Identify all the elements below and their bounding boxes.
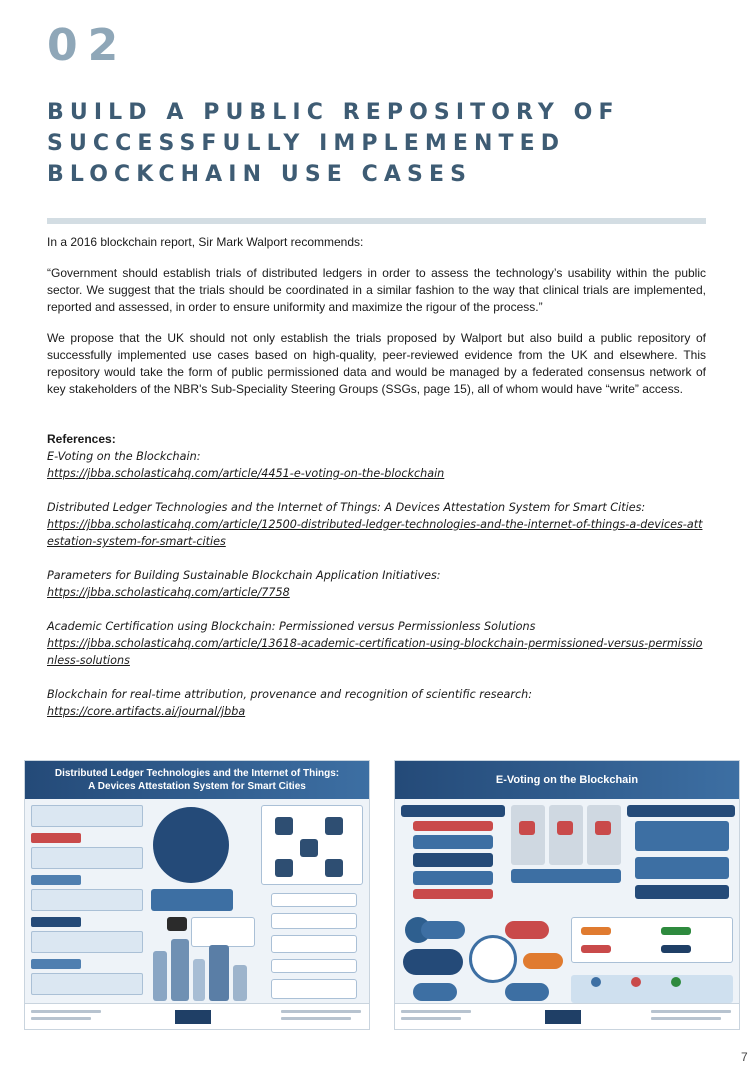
references: References: E-Voting on the Blockchain: … (47, 431, 706, 720)
reference-title: Distributed Ledger Technologies and the … (47, 501, 646, 514)
poster-footer (25, 1003, 369, 1029)
proposal-paragraph: We propose that the UK should not only e… (47, 331, 706, 396)
title-line: BUILD A PUBLIC REPOSITORY OF (47, 100, 620, 125)
poster-header: Distributed Ledger Technologies and the … (25, 761, 369, 799)
reference-title: Academic Certification using Blockchain:… (47, 620, 536, 633)
poster-e-voting: E-Voting on the Blockchain (394, 760, 740, 1030)
reference-link[interactable]: https://core.artifacts.ai/journal/jbba (47, 705, 246, 718)
reference-title: Blockchain for real-time attribution, pr… (47, 688, 532, 701)
poster-graphic (395, 799, 739, 1005)
poster-footer (395, 1003, 739, 1029)
body-text: In a 2016 blockchain report, Sir Mark Wa… (47, 234, 706, 398)
divider (47, 218, 706, 224)
references-heading: References: (47, 432, 116, 446)
reference-link[interactable]: https://jbba.scholasticahq.com/article/1… (47, 637, 703, 667)
section-number: 02 (47, 20, 129, 71)
title-line: BLOCKCHAIN USE CASES (47, 162, 473, 187)
title-line: SUCCESSFULLY IMPLEMENTED (47, 131, 566, 156)
reference-link[interactable]: https://jbba.scholasticahq.com/article/1… (47, 518, 703, 548)
section-title: BUILD A PUBLIC REPOSITORY OF SUCCESSFULL… (47, 97, 727, 190)
quote-paragraph: “Government should establish trials of d… (47, 266, 706, 314)
poster-title-line: Distributed Ledger Technologies and the … (54, 768, 340, 779)
reference-title: Parameters for Building Sustainable Bloc… (47, 569, 441, 582)
reference-link[interactable]: https://jbba.scholasticahq.com/article/7… (47, 586, 290, 599)
page-number: 7 (741, 1050, 748, 1064)
intro-paragraph: In a 2016 blockchain report, Sir Mark Wa… (47, 235, 364, 249)
poster-header: E-Voting on the Blockchain (395, 761, 739, 799)
poster-title-line: A Devices Attestation System for Smart C… (88, 781, 306, 792)
reference-title: E-Voting on the Blockchain: (47, 450, 201, 463)
poster-iot-attestation: Distributed Ledger Technologies and the … (24, 760, 370, 1030)
poster-graphic (25, 799, 369, 1005)
reference-link[interactable]: https://jbba.scholasticahq.com/article/4… (47, 467, 445, 480)
